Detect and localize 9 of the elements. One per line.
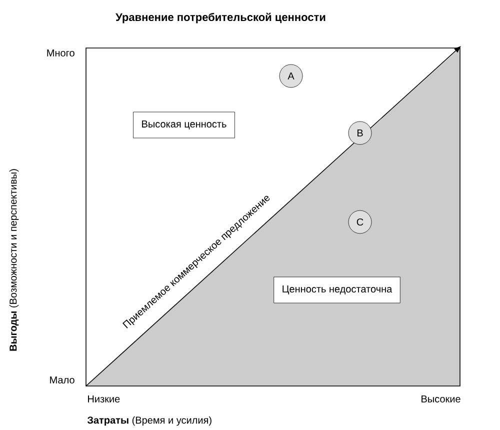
axis-label: Низкие [88,396,120,402]
axis-label: Высокие [422,396,460,402]
axis-title: Затраты (Время и усилия) [87,416,212,426]
axis-title: Выгоды (Возможности и перспективы) [9,169,19,351]
title: Уравнение потребительской ценности [116,12,326,24]
axis-label: Много [47,50,74,56]
axis-label: Мало [50,376,74,384]
text-box: Ценность недостаточна [274,276,400,304]
text-box: Высокая ценность [133,112,235,138]
